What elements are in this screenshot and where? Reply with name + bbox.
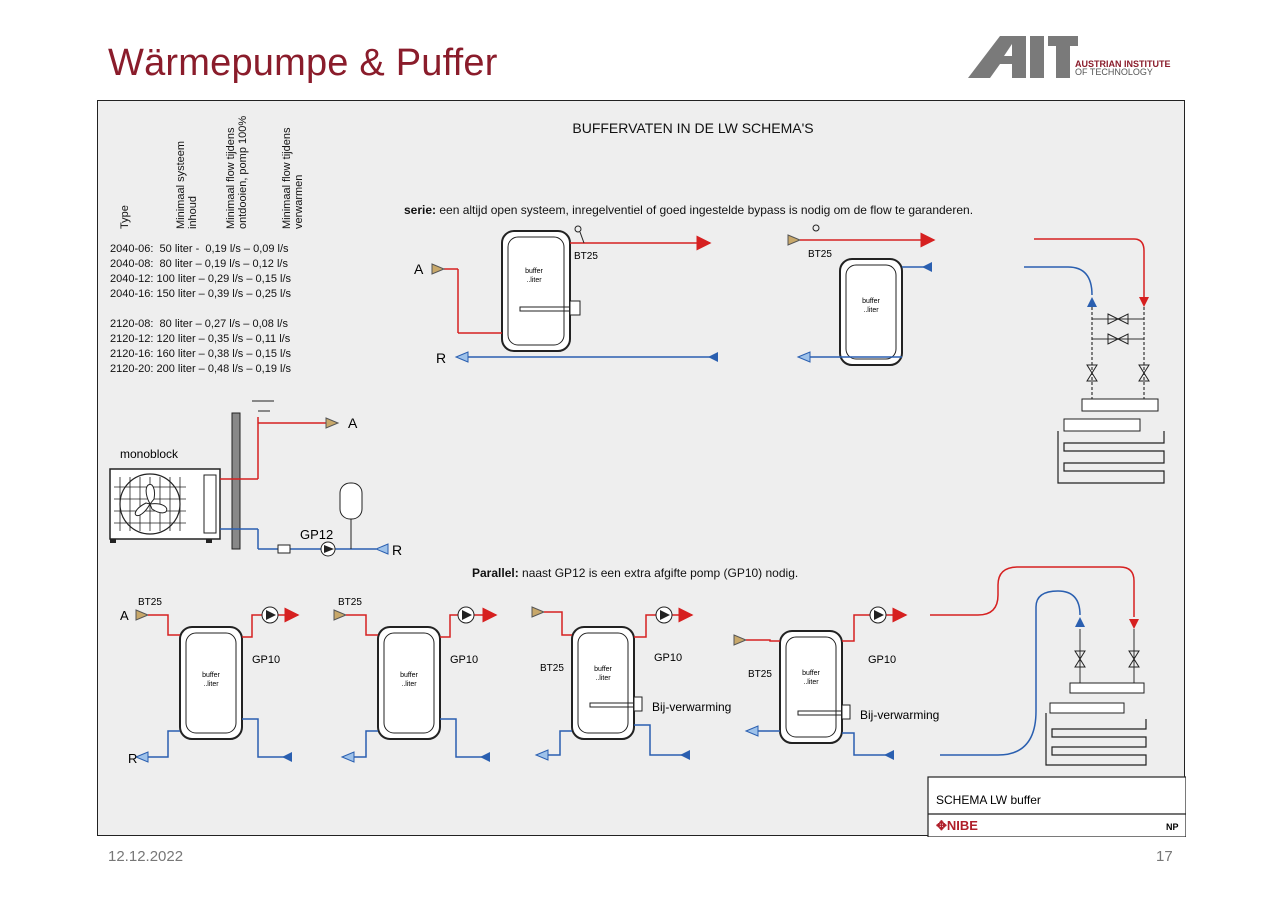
wall [231,412,241,550]
buffer-volume-label: ..liter [401,681,417,688]
return-arrow-icon [708,352,718,362]
parallel-caption: Parallel: naast GP12 is een extra afgift… [472,566,798,580]
parallel-text: naast GP12 is een extra afgifte pomp (GP… [519,566,799,580]
sensor-label: BT25 [540,663,564,674]
serie-label: serie: [404,203,436,217]
supply-label: A [120,608,129,623]
table-row: 2120-20: 200 liter – 0,48 l/s – 0,19 l/s [110,363,292,375]
parallel-schema-4: buffer ..liter Bij-verwarming BT25 GP10 [733,606,939,760]
author-initials: NP [1166,822,1179,832]
buffer-label: buffer [862,298,880,305]
table-row: 2040-12: 100 liter – 0,29 l/s – 0,15 l/s [110,273,292,285]
parallel-schema-1: buffer ..liter A BT25 GP10 R [120,597,300,766]
pump-gp10-label: GP10 [450,654,478,666]
sensor-icon [812,224,820,232]
table-rows: 2040-06: 50 liter - 0,19 l/s – 0,09 l/s … [110,243,292,375]
parallel-floor-heating [930,566,1147,766]
expansion-vessel [339,482,363,520]
header-col3-line2: verwarmen [293,175,305,229]
buffer-volume-label: ..liter [203,681,219,688]
buffer-label: buffer [525,268,543,275]
buffer-label: buffer [400,672,418,679]
serie-floor-heating [1024,238,1165,484]
buffer-schema-diagram: BUFFERVATEN IN DE LW SCHEMA'S Type Minim… [109,116,1187,838]
sensor-label: BT25 [748,669,772,680]
table-row: 2120-16: 160 liter – 0,38 l/s – 0,15 l/s [110,348,292,360]
serie-schema-2: buffer ..liter BT25 [787,224,936,366]
table-row: 2040-06: 50 liter - 0,19 l/s – 0,09 l/s [110,243,289,255]
ait-logo-line2: OF TECHNOLOGY [1075,67,1153,77]
sensor-label: BT25 [808,249,832,260]
buffer-label: buffer [202,672,220,679]
pump-gp10-label: GP10 [868,654,896,666]
monoblock-unit: monoblock A GP12 R [109,400,402,558]
pump-gp10-label: GP10 [252,654,280,666]
header-col1-line1: Minimaal systeem [175,141,187,229]
table-row: 2040-08: 80 liter – 0,19 l/s – 0,12 l/s [110,258,288,270]
buffer-volume-label: ..liter [526,277,542,284]
parallel-label: Parallel: [472,566,519,580]
nibe-brand: NIBE [947,818,978,833]
table-header: Type Minimaal systeem inhoud Minimaal fl… [119,116,305,229]
return-label: R [436,350,446,366]
parallel-schema-3: buffer ..liter Bij-verwarming BT25 GP10 [531,606,731,761]
serie-schema-1: buffer ..liter A BT25 R [414,225,718,366]
page-number: 17 [1156,848,1173,865]
header-col2-line1: Minimaal flow tijdens [225,127,237,229]
diagram-heading: BUFFERVATEN IN DE LW SCHEMA'S [572,120,813,136]
ait-logo-text: AUSTRIAN INSTITUTE OF TECHNOLOGY [1075,59,1171,77]
header-col1-line2: inhoud [187,196,199,229]
nibe-logo: ✥NIBE [936,818,978,833]
sensor-label: BT25 [338,597,362,608]
pump-gp12-label: GP12 [300,527,333,542]
table-row: 2120-12: 120 liter – 0,35 l/s – 0,11 l/s [110,333,291,345]
pump-gp10-label: GP10 [654,652,682,664]
return-label: R [128,751,137,766]
table-row: 2040-16: 150 liter – 0,39 l/s – 0,25 l/s [110,288,292,300]
slide-title: Wärmepumpe & Puffer [108,42,498,84]
extra-heating-label: Bij-verwarming [860,708,939,722]
ait-logo-line1: AUSTRIAN INSTITUTE [1075,59,1171,69]
buffer-volume-label: ..liter [595,675,611,682]
sensor-icon [574,225,582,233]
nibe-logo-icon: ✥ [936,818,947,833]
buffer-label: buffer [802,670,820,677]
serie-text: een altijd open systeem, inregelventiel … [436,203,973,217]
buffer-label: buffer [594,666,612,673]
buffer-volume-label: ..liter [803,679,819,686]
header-col2-line2: ontdooien, pomp 100% [237,116,249,229]
sensor-label: BT25 [574,251,598,262]
return-label: R [392,542,402,558]
footer-date: 12.12.2022 [108,848,184,865]
ait-logo [968,36,1078,78]
supply-label: A [414,261,424,277]
supply-arrow-icon [431,263,446,275]
header-col3-line1: Minimaal flow tijdens [281,127,293,229]
title-block: SCHEMA LW buffer ✥NIBE NP [927,776,1187,838]
parallel-schema-2: buffer ..liter BT25 GP10 [333,597,498,763]
supply-label: A [348,415,358,431]
serie-caption: serie: een altijd open systeem, inregelv… [404,203,973,217]
schema-name: SCHEMA LW buffer [936,793,1041,807]
buffer-volume-label: ..liter [863,307,879,314]
sensor-label: BT25 [138,597,162,608]
extra-heating-label: Bij-verwarming [652,700,731,714]
table-row: 2120-08: 80 liter – 0,27 l/s – 0,08 l/s [110,318,288,330]
header-type: Type [119,205,131,229]
fan-icon [119,473,181,535]
monoblock-label: monoblock [120,447,179,461]
diagram-frame: BUFFERVATEN IN DE LW SCHEMA'S Type Minim… [97,100,1187,838]
